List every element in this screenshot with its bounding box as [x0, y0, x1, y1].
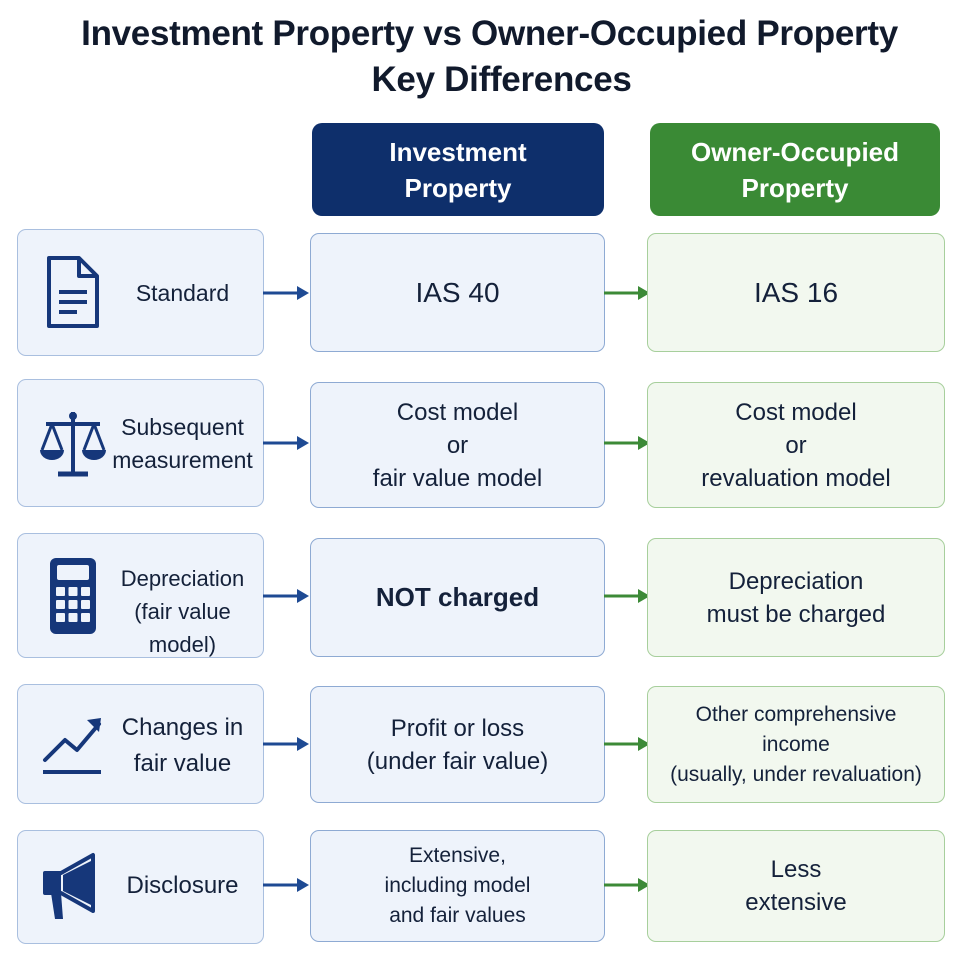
owner-changes-value: Other comprehensive income (usually, und…	[670, 702, 922, 786]
row-label-text: Depreciation (fair value model)	[120, 566, 245, 657]
owner-cell-subsequent-measurement: Cost model or revaluation model	[647, 382, 945, 508]
arrow-right-icon	[604, 436, 650, 450]
owner-disclosure-value: Less extensive	[745, 856, 847, 916]
arrow-right-icon	[604, 589, 650, 603]
arrow-right-icon	[263, 737, 309, 751]
scales-icon	[38, 404, 108, 484]
investment-changes-value: Profit or loss (under fair value)	[366, 714, 549, 775]
arrow-right-icon	[604, 737, 650, 751]
trend-up-icon	[38, 703, 108, 783]
investment-property-header: Investment Property	[312, 123, 604, 216]
owner-cell-standard: IAS 16	[647, 233, 945, 352]
investment-cell-changes-in-fair-value: Profit or loss (under fair value)	[310, 686, 605, 803]
owner-depreciation-value: Depreciation must be charged	[706, 567, 886, 628]
investment-cell-disclosure: Extensive, including model and fair valu…	[310, 830, 605, 942]
investment-cell-standard: IAS 40	[310, 233, 605, 352]
arrow-right-icon	[263, 436, 309, 450]
row-label-text: Disclosure	[126, 872, 239, 899]
row-label-text: Subsequent measurement	[112, 414, 253, 473]
arrow-right-icon	[263, 878, 309, 892]
owner-cell-depreciation: Depreciation must be charged	[647, 538, 945, 657]
arrow-right-icon	[604, 286, 650, 300]
owner-occupied-property-header: Owner-Occupied Property	[650, 123, 940, 216]
owner-cell-disclosure: Less extensive	[647, 830, 945, 942]
owner-cell-changes-in-fair-value: Other comprehensive income (usually, und…	[647, 686, 945, 803]
investment-cell-subsequent-measurement: Cost model or fair value model	[310, 382, 605, 508]
arrow-right-icon	[263, 286, 309, 300]
investment-depreciation-value: NOT charged	[375, 582, 540, 612]
page-subtitle: Key Differences	[371, 60, 632, 99]
megaphone-icon	[38, 847, 108, 927]
row-label-changes-in-fair-value: Changes in fair value	[17, 684, 264, 804]
page-title: Investment Property vs Owner-Occupied Pr…	[81, 14, 898, 53]
row-label-subsequent-measurement: Subsequent measurement	[17, 379, 264, 507]
investment-disclosure-value: Extensive, including model and fair valu…	[384, 844, 531, 927]
row-label-disclosure: Disclosure	[17, 830, 264, 944]
calculator-icon	[38, 556, 108, 636]
investment-measurement-value: Cost model or fair value model	[372, 398, 543, 492]
investment-standard-value: IAS 40	[415, 277, 500, 308]
row-label-text: Standard	[135, 280, 230, 306]
owner-standard-value: IAS 16	[753, 277, 839, 308]
arrow-right-icon	[263, 589, 309, 603]
investment-cell-depreciation: NOT charged	[310, 538, 605, 657]
owner-measurement-value: Cost model or revaluation model	[701, 398, 891, 492]
row-label-standard: Standard	[17, 229, 264, 356]
row-label-text: Changes in fair value	[121, 714, 244, 777]
row-label-depreciation: Depreciation (fair value model)	[17, 533, 264, 658]
document-icon	[38, 252, 108, 332]
arrow-right-icon	[604, 878, 650, 892]
